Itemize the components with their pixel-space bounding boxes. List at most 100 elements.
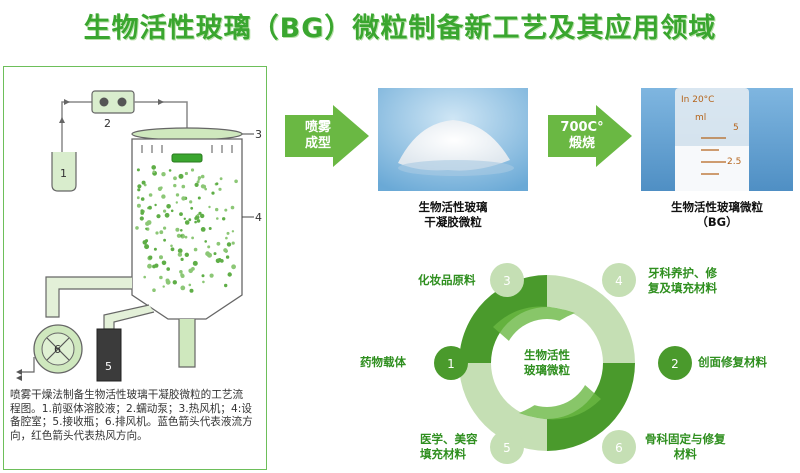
particle-dot — [207, 252, 212, 258]
caption-line: 向，红色箭头代表热风方向。 — [10, 429, 148, 442]
app-label-3: 化妆品原料 — [418, 273, 476, 288]
particle-dot — [153, 247, 157, 251]
particle-dot — [177, 252, 183, 257]
arrow-shape — [285, 105, 369, 167]
particle-dot — [137, 184, 142, 189]
particle-dot — [164, 212, 170, 218]
particle-dot — [181, 196, 186, 201]
particle-dot — [215, 258, 221, 264]
particle-dot — [175, 227, 180, 232]
particle-dot — [148, 255, 153, 260]
particle-dot — [172, 280, 177, 285]
app-num-1: 1 — [447, 357, 455, 371]
app-marker-6 — [602, 430, 636, 464]
app-marker-4 — [602, 263, 636, 297]
particle-dot — [165, 279, 171, 285]
particle-dot — [198, 211, 202, 215]
particle-dot — [159, 255, 163, 260]
particle-dot — [159, 230, 164, 235]
caption-line: 喷雾干燥法制备生物活性玻璃干凝胶微粒的工艺流 — [10, 389, 244, 401]
particle-dot — [201, 274, 205, 278]
particle-dot — [194, 182, 199, 187]
particle-dot — [224, 283, 228, 288]
particle-dot — [173, 176, 177, 181]
particle-dot — [145, 227, 148, 230]
particle-dot — [161, 260, 167, 266]
particle-dot — [216, 217, 219, 220]
particle-dot — [145, 221, 150, 226]
app-label-line: 牙科养护、修 — [648, 266, 717, 280]
particle-dot — [213, 252, 217, 256]
app-label-line: 化妆品原料 — [418, 273, 476, 287]
pump-roller-icon — [99, 97, 109, 107]
hot-air-arrows — [141, 145, 233, 153]
particle-dot — [200, 213, 205, 219]
spray-step-arrow — [285, 105, 369, 167]
particle-dot — [189, 200, 193, 204]
label-2: 2 — [104, 117, 111, 130]
particle-dot — [180, 273, 184, 277]
particle-dot — [136, 168, 140, 172]
drying-chamber — [131, 138, 243, 320]
fan-outlet — [22, 357, 35, 373]
bg-caption-line: 生物活性玻璃微粒 — [671, 200, 763, 214]
app-marker-2 — [658, 346, 692, 380]
flow-arrow-icon — [158, 99, 164, 105]
particle-dot — [181, 184, 186, 189]
particle-dot — [179, 212, 183, 217]
app-marker-5 — [490, 430, 524, 464]
particle-dot — [166, 204, 171, 209]
xerogel-caption: 生物活性玻璃 干凝胶微粒 — [378, 200, 528, 230]
particle-dot — [177, 248, 183, 254]
app-num-2: 2 — [671, 357, 679, 371]
particle-dot — [156, 214, 161, 219]
flow-arrow-icon — [59, 117, 65, 123]
particle-dot — [136, 196, 140, 200]
particle-dot — [139, 216, 144, 221]
particle-dot — [227, 272, 232, 277]
particle-dot — [152, 170, 156, 173]
particle-dot — [170, 209, 174, 213]
flow-arrow-icon — [64, 99, 70, 105]
particle-dot — [176, 233, 181, 238]
process-caption: 喷雾干燥法制备生物活性玻璃干凝胶微粒的工艺流 程图。1.前驱体溶胶液；2.蠕动泵… — [10, 389, 264, 443]
particle-dot — [184, 220, 190, 225]
caption-line: 程图。1.前驱体溶胶液；2.蠕动泵；3.热风机；4:设 — [10, 402, 252, 415]
particle-dot — [154, 263, 159, 268]
spray-label-line: 成型 — [304, 136, 331, 151]
particle-dot — [219, 177, 223, 181]
particle-dot — [190, 206, 194, 210]
particle-dot — [218, 187, 222, 191]
app-label-4: 牙科养护、修 复及填充材料 — [648, 266, 717, 296]
particle-dot — [225, 236, 228, 240]
particle-dot — [184, 171, 188, 176]
particle-dot — [215, 207, 219, 212]
particle-dot — [183, 217, 186, 220]
particle-dot — [208, 205, 211, 209]
calcine-step-arrow — [548, 105, 632, 167]
particle-dot — [215, 182, 219, 186]
particle-dot — [152, 288, 156, 292]
particle-dot — [159, 275, 163, 280]
particle-dot — [200, 174, 205, 179]
particle-dot — [166, 267, 170, 271]
app-label-2: 创面修复材料 — [698, 355, 767, 370]
particle-dot — [226, 231, 230, 235]
particle-dot — [204, 240, 207, 243]
app-label-line: 创面修复材料 — [698, 355, 767, 369]
particle-dot — [224, 208, 228, 212]
app-label-6: 骨科固定与修复 材料 — [645, 432, 726, 462]
center-label-line: 玻璃微粒 — [524, 363, 570, 377]
particle-dot — [180, 285, 186, 291]
particle-dot — [209, 273, 214, 278]
vial-graduations — [701, 137, 726, 175]
particle-dot — [148, 205, 152, 210]
vial-unit-text: ml — [695, 113, 706, 123]
particle-dot — [180, 229, 183, 232]
particle-dot — [216, 241, 221, 246]
app-label-line: 复及填充材料 — [648, 281, 717, 295]
particle-dot — [200, 227, 206, 232]
particle-dot — [162, 285, 165, 288]
arrow-shape — [548, 105, 632, 167]
particle-dot — [193, 247, 198, 252]
